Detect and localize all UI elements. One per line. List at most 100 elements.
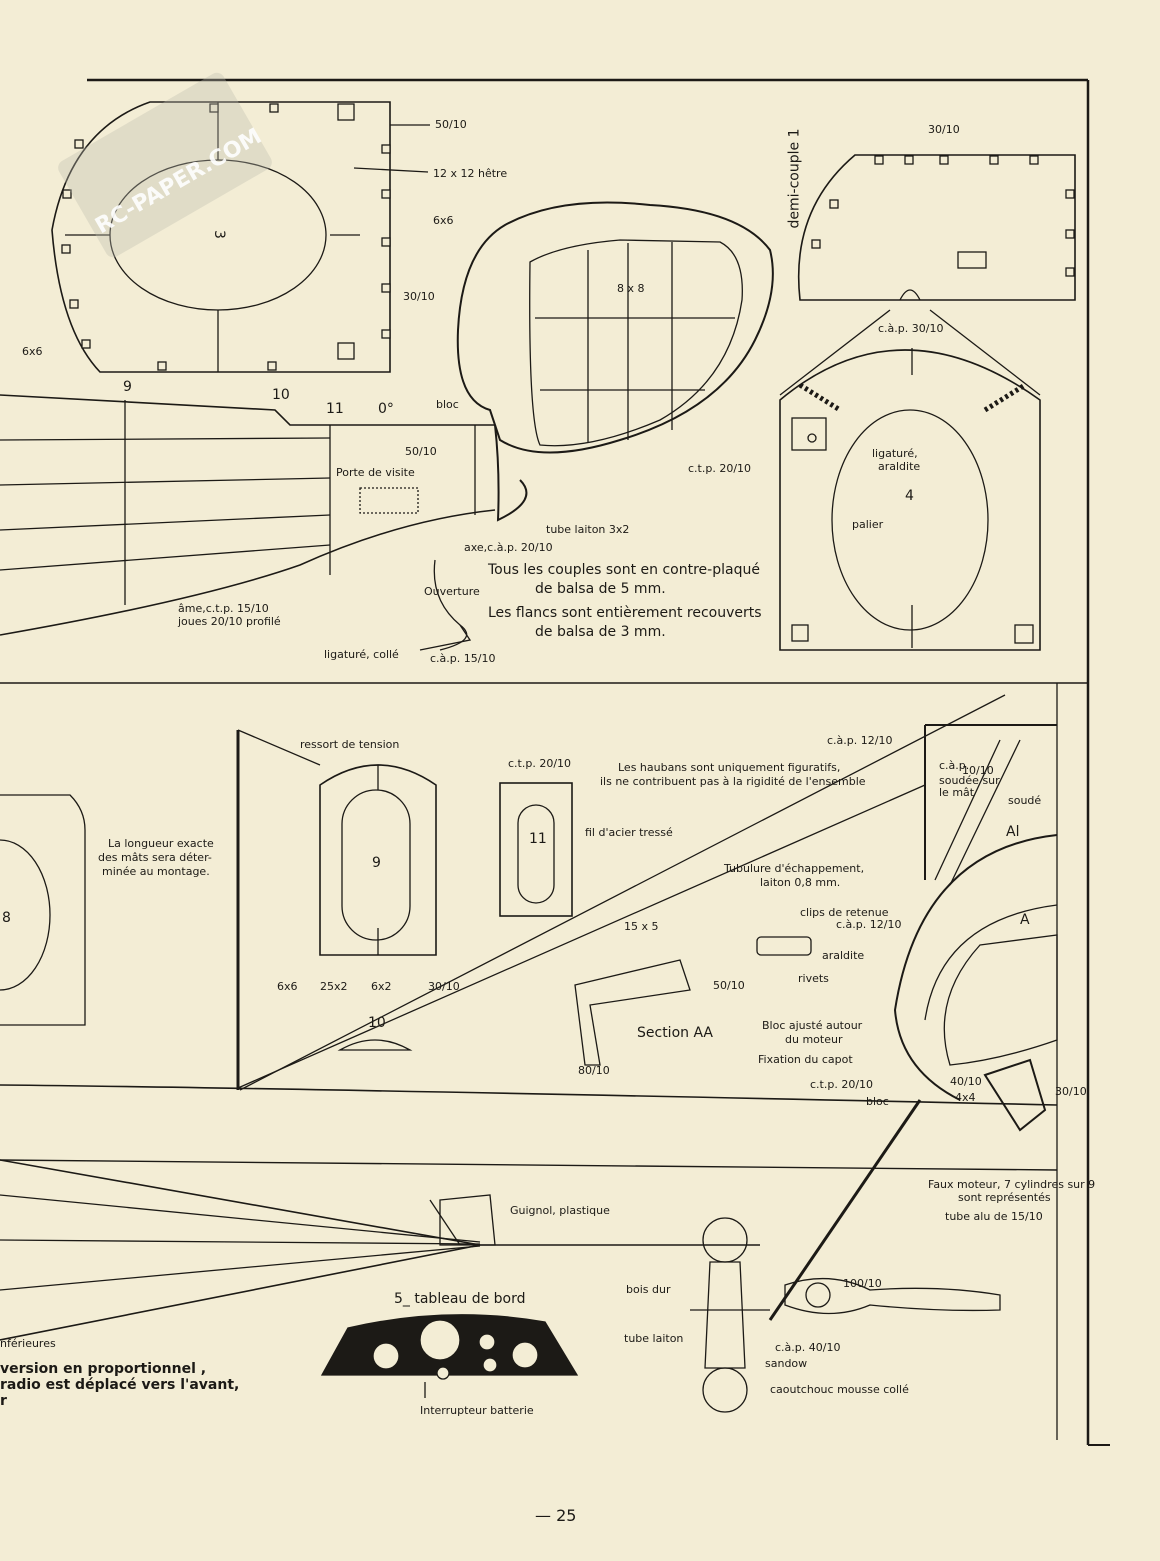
cowl-clips-cap: c.à.p. 12/10 [836,918,902,931]
frame-9 [319,764,437,956]
guignol-label: Guignol, plastique [510,1204,610,1217]
frame-4 [779,309,1041,651]
interrupteur-label: Interrupteur batterie [420,1404,534,1417]
frame1-title: demi-couple 1 [786,128,803,229]
station-10-wing: 10 [368,1015,386,1031]
note-flancs-2: de balsa de 3 mm. [535,624,666,640]
dashboard [320,1314,579,1398]
frame9-d1: 6x6 [277,980,298,993]
frame3-6x6-left: 6x6 [22,345,43,358]
station-11: 11 [326,401,344,417]
cowl-40-10: 40/10 [950,1075,982,1088]
gear-tube: tube laiton [624,1332,684,1345]
cowl-bloc: bloc [866,1095,889,1108]
longueur-2: des mâts sera déter- [98,851,212,864]
frame9-d2: 25x2 [320,980,348,993]
frame4-dim: c.à.p. 30/10 [878,322,944,335]
cowl-cap-12: c.à.p. 12/10 [827,734,893,747]
section-80-10: 80/10 [578,1064,610,1077]
frame-11 [499,782,573,917]
cowl-soudee: soudée sur [939,774,1000,787]
tubulure-2: laiton 0,8 mm. [760,876,841,889]
ressort-label: ressort de tension [300,738,400,751]
axe-label: axe,c.à.p. 20/10 [464,541,553,554]
frame11-dim: c.t.p. 20/10 [508,757,572,770]
gear-100-10: 100/10 [843,1277,882,1290]
frame9-d3: 6x2 [371,980,392,993]
ouverture-label: Ouverture [424,585,480,598]
cowl-bloc-2: du moteur [785,1033,843,1046]
frame11-number: 11 [529,831,547,847]
fuselage-side-bottom [0,1159,760,1341]
cockpit-ctp: c.t.p. 20/10 [688,462,752,475]
cowling [893,724,1058,1132]
cockpit-8x8: 8 x 8 [617,282,645,295]
cap-15-10: c.à.p. 15/10 [430,652,496,665]
frame4-araldite: araldite [878,460,921,473]
landing-gear [690,1099,1001,1413]
frame3-dim-50-10: 50/10 [435,118,467,131]
longueur-1: La longueur exacte [108,837,214,850]
joues-label: joues 20/10 profilé [178,615,281,628]
haubans-1: Les haubans sont uniquement figuratifs, [618,761,841,774]
bloc-label: bloc [436,398,459,411]
cowl-faux-1: Faux moteur, 7 cylindres sur 9 [928,1178,1096,1191]
station-9: 9 [123,379,132,395]
frame3-30-10: 30/10 [403,290,435,303]
cowl-30-10: 30/10 [1055,1085,1087,1098]
version-line-1: version en proportionnel , [0,1361,207,1377]
haubans-2: ils ne contribuent pas à la rigidité de … [600,775,866,788]
frame-1-half [797,154,1076,301]
cowl-4x4: 4x4 [955,1091,976,1104]
frame4-ligature: ligaturé, [872,447,918,460]
section-aa [574,959,691,1066]
frame3-number: 3 [210,230,227,239]
note-couples-1: Tous les couples sont en contre-plaqué [488,562,760,578]
ame-label: âme,c.t.p. 15/10 [178,602,269,615]
cowl-rivets: rivets [798,972,829,985]
porte-visite: Porte de visite [336,466,415,479]
note-flancs-1: Les flancs sont entièrement recouverts [488,605,762,621]
frame3-6x6-right: 6x6 [433,214,454,227]
frame9-number: 9 [372,855,381,871]
cowl-bloc-1: Bloc ajusté autour [762,1019,863,1032]
section-title: Section AA [637,1025,714,1041]
cowl-cap: c.à.p. [939,759,970,772]
note-couples-2: de balsa de 5 mm. [535,581,666,597]
frame3-hetre: 12 x 12 hêtre [433,167,508,180]
station-10: 10 [272,387,290,403]
tube-laiton: tube laiton 3x2 [546,523,630,536]
cowl-a2: A [1020,912,1030,928]
cowl-lemat: le mât [939,786,975,799]
frame-3 [51,101,430,373]
ligature-colle: ligaturé, collé [324,648,399,661]
frame1-dim: 30/10 [928,123,960,136]
section-50-10: 50/10 [713,979,745,992]
cowl-araldite: araldite [822,949,865,962]
gear-sandow: sandow [765,1357,808,1370]
fuselage-side-top [0,394,528,651]
fil-acier: fil d'acier tressé [585,826,673,839]
frame4-palier: palier [852,518,884,531]
cowl-soude: soudé [1008,794,1042,807]
gear-cap-40: c.à.p. 40/10 [775,1341,841,1354]
version-line-2: radio est déplacé vers l'avant, [0,1377,240,1393]
tableau-title: 5_ tableau de bord [394,1291,526,1307]
frame8-number: 8 [2,910,11,926]
frame4-number: 4 [905,488,914,504]
frame-8-partial [0,794,86,1026]
gear-bois-dur: bois dur [626,1283,671,1296]
cockpit-outline [456,201,774,454]
cowl-fixation: Fixation du capot [758,1053,853,1066]
cowl-a1: Al [1006,824,1020,840]
cowl-faux-2: sont représentés [958,1191,1051,1204]
watermark-stamp [58,72,272,258]
page-number: — 25 [535,1506,577,1525]
fuselage-50-10: 50/10 [405,445,437,458]
cowl-cap2: 10/10 [962,764,994,777]
version-line-3: r [0,1393,7,1409]
angle-label: 0° [378,401,394,417]
gear-caoutchouc: caoutchouc mousse collé [770,1383,909,1396]
